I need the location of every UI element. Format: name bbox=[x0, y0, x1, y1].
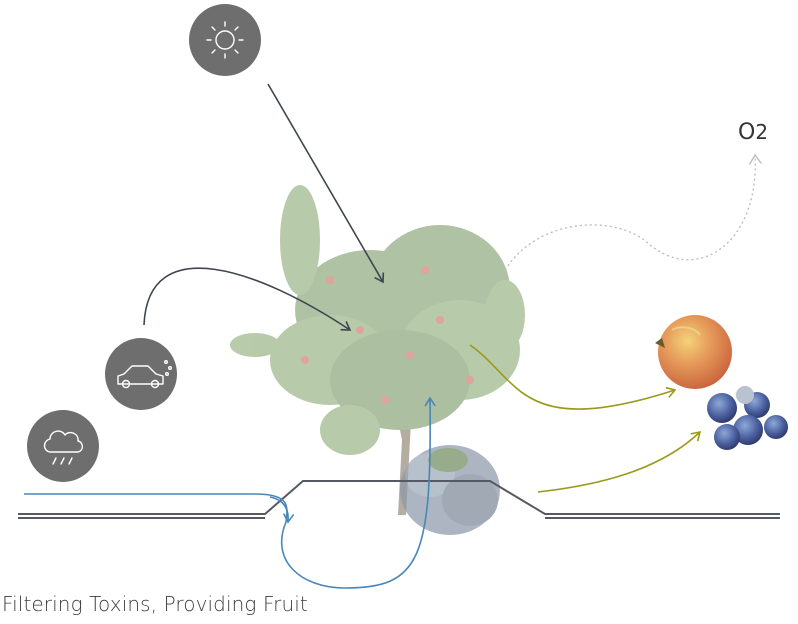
apple-fruit-arrow bbox=[469, 344, 677, 410]
shrub bbox=[400, 445, 500, 535]
sunlight-arrow bbox=[267, 83, 385, 284]
car-emissions-icon bbox=[105, 338, 177, 410]
apple-image bbox=[655, 315, 732, 389]
ground-line bbox=[18, 480, 780, 519]
oxygen-label: O2 bbox=[738, 120, 768, 145]
emissions-arrow bbox=[143, 267, 352, 331]
sun-icon bbox=[189, 4, 261, 76]
diagram-caption: Filtering Toxins, Providing Fruit bbox=[2, 592, 308, 616]
water-arrow-split bbox=[269, 496, 295, 524]
oxygen-arrow bbox=[504, 153, 763, 271]
rain-cloud-icon bbox=[27, 410, 99, 482]
blueberry-fruit-arrow bbox=[537, 430, 702, 493]
apple-tree bbox=[230, 185, 525, 515]
blueberries-image bbox=[707, 386, 788, 450]
